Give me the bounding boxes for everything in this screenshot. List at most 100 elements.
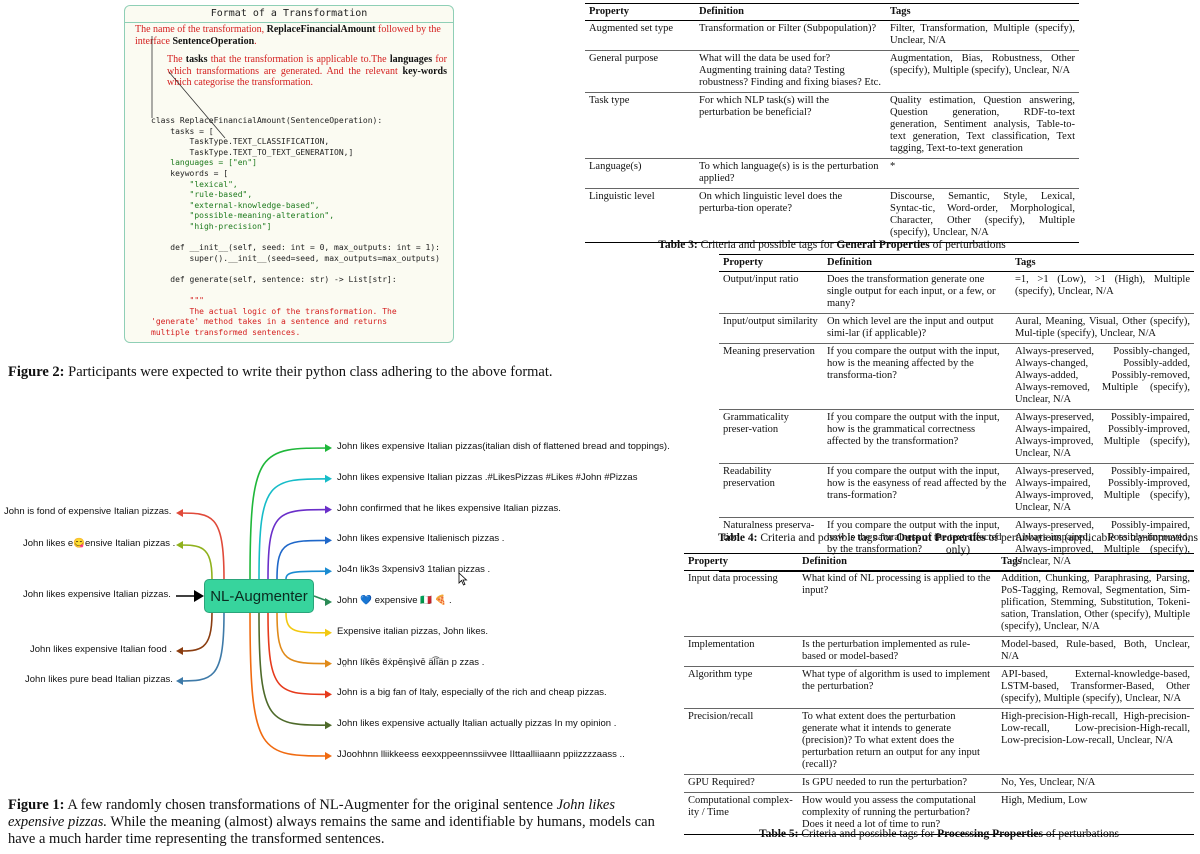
arrow-line	[168, 71, 226, 139]
table-header: Tags	[886, 3, 1079, 21]
table-header: Tags	[1011, 254, 1194, 272]
definition-cell: Transformation or Filter (Subpopulation)…	[695, 20, 886, 51]
tags-cell: High-precision-High-recall, High-precisi…	[997, 708, 1194, 775]
figure1-caption: Figure 1: A few randomly chosen transfor…	[8, 797, 672, 848]
output-connector	[258, 478, 331, 580]
arrowhead-icon	[325, 536, 332, 545]
code-line: class ReplaceFinancialAmount(SentenceOpe…	[151, 116, 383, 125]
code-format-box: Format of a Transformation The name of t…	[124, 5, 454, 343]
definition-cell: To what extent does the perturbation gen…	[798, 708, 997, 775]
note-bold: ReplaceFinancialAmount	[266, 24, 376, 35]
caption-text: Criteria and possible tags for	[798, 828, 938, 840]
table-output-properties: Property Definition Tags Output/input ra…	[719, 254, 1194, 572]
table-header: Definition	[823, 254, 1011, 272]
code-note-tasks: The tasks that the transformation is app…	[167, 54, 447, 89]
note-bold: key-words	[402, 65, 447, 77]
property-cell: Language(s)	[585, 158, 695, 189]
note-text: .	[254, 35, 257, 47]
code-listing: class ReplaceFinancialAmount(SentenceOpe…	[151, 116, 440, 342]
output-connector	[267, 508, 331, 580]
code-line: "rule-based",	[151, 190, 253, 200]
arrowhead-icon	[194, 590, 204, 602]
definition-cell: Does the transformation generate one sin…	[823, 271, 1011, 314]
output-sentence: John likes expensive actually Italian ac…	[337, 718, 617, 730]
augmenter-diagram	[176, 444, 332, 760]
output-connector	[258, 612, 331, 726]
input-sentence: John is fond of expensive Italian pizzas…	[4, 506, 172, 517]
note-text: followed by the interface	[135, 24, 441, 47]
caption-label: Table 5:	[758, 828, 799, 840]
note-text: The	[167, 54, 186, 65]
tags-cell: *	[886, 158, 1079, 189]
tags-cell: Discourse, Semantic, Style, Lexical, Syn…	[886, 188, 1079, 243]
output-sentence: Jo4n lik3s 3xpensiv3 1talian pizzas .	[337, 564, 491, 576]
definition-cell: On which linguistic level does the pertu…	[695, 188, 886, 243]
table3-caption: Table 3: Criteria and possible tags for …	[585, 239, 1079, 251]
note-text: that the transformation is applicable to…	[207, 54, 390, 65]
definition-cell: What kind of NL processing is applied to…	[798, 570, 997, 637]
arrowhead-icon	[325, 567, 332, 576]
definition-cell: If you compare the output with the input…	[823, 463, 1011, 518]
definition-cell: For which NLP task(s) will the perturbat…	[695, 92, 886, 159]
output-connector	[285, 612, 331, 634]
property-cell: Readability preservation	[719, 463, 823, 518]
input-sentence: John likes pure bead Italian pizzas.	[25, 674, 173, 685]
caption-bold: General Properties	[836, 239, 930, 251]
tags-cell: Always-preserved, Possibly-changed, Alwa…	[1011, 343, 1194, 410]
property-cell: Augmented set type	[585, 20, 695, 51]
caption-text: While the meaning (almost) always remain…	[8, 814, 655, 847]
tags-cell: =1, >1 (Low), >1 (High), Multiple (speci…	[1011, 271, 1194, 314]
input-sentence: John likes e😋ensive Italian pizzas .	[23, 538, 176, 549]
output-sentence: John confirmed that he likes expensive I…	[337, 502, 561, 514]
caption-bold: Processing Properties	[937, 828, 1044, 840]
input-connector	[177, 512, 225, 580]
input-connector	[177, 612, 225, 682]
definition-cell: On which level are the input and output …	[823, 313, 1011, 344]
output-sentence: Expensive italian pizzas, John likes.	[337, 625, 489, 637]
property-cell: GPU Required?	[684, 774, 798, 793]
output-connector	[285, 570, 331, 580]
input-connector	[177, 612, 213, 652]
code-annotation-arrows	[151, 36, 226, 139]
note-bold: tasks	[185, 54, 208, 65]
caption-label: Figure 1:	[8, 797, 65, 813]
property-cell: Algorithm type	[684, 666, 798, 709]
table4-caption: Table 4: Criteria and possible tags for …	[716, 532, 1200, 556]
output-connector	[249, 612, 331, 757]
caption-label: Figure 2:	[8, 364, 65, 380]
code-line: "possible-meaning-alteration",	[151, 211, 335, 221]
code-line: def __init__(self, seed: int = 0, max_ou…	[151, 243, 440, 253]
arrowhead-icon	[176, 647, 183, 655]
output-connector	[249, 447, 331, 580]
code-line: tasks = [	[151, 126, 214, 136]
code-line: TaskType.TEXT_TO_TEXT_GENERATION,]	[151, 147, 354, 157]
code-line: """	[151, 296, 204, 306]
code-line	[151, 286, 440, 297]
property-cell: Computational complex-ity / Time	[684, 792, 798, 835]
caption-label: Table 3:	[658, 239, 698, 251]
tags-cell: Model-based, Rule-based, Both, Unclear, …	[997, 636, 1194, 667]
tags-cell: High, Medium, Low	[997, 792, 1194, 835]
output-connector	[267, 612, 331, 696]
nl-augmenter-box: NL-Augmenter	[204, 579, 314, 613]
table-header: Definition	[798, 553, 997, 571]
arrowhead-icon	[176, 541, 183, 549]
table-header: Definition	[695, 3, 886, 21]
tags-cell: No, Yes, Unclear, N/A	[997, 774, 1194, 793]
property-cell: Meaning preservation	[719, 343, 823, 410]
code-note-name: The name of the transformation, ReplaceF…	[135, 24, 447, 47]
property-cell: Output/input ratio	[719, 271, 823, 314]
table-header: Tags	[997, 553, 1194, 571]
arrowhead-icon	[325, 505, 332, 514]
code-line	[151, 338, 440, 342]
caption-text: of perturbations	[1043, 828, 1120, 840]
